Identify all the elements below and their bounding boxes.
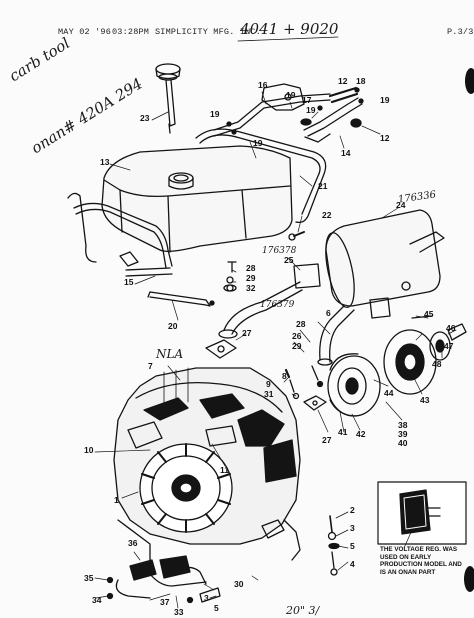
starter-generator bbox=[327, 315, 467, 417]
callout-9: 9 bbox=[266, 379, 271, 389]
muffler bbox=[325, 209, 445, 308]
callout-8: 8 bbox=[282, 371, 287, 381]
fax-page-number: P.3/3 bbox=[447, 27, 474, 37]
callout-33: 33 bbox=[174, 607, 184, 617]
callout-28: 28 bbox=[246, 263, 256, 273]
fax-company: SIMPLICITY MFG. INC. bbox=[155, 27, 262, 37]
callout-28-b: 28 bbox=[296, 319, 306, 329]
tank-bracket bbox=[147, 291, 215, 307]
tank-hardware bbox=[223, 231, 305, 292]
callout-29-b: 29 bbox=[292, 341, 302, 351]
right-hardware bbox=[261, 515, 340, 576]
fax-edge-mark-top bbox=[465, 68, 474, 94]
callout-4: 4 bbox=[350, 559, 355, 569]
callout-12-b: 12 bbox=[380, 133, 390, 143]
callout-41: 41 bbox=[338, 427, 348, 437]
callout-15: 15 bbox=[124, 277, 134, 287]
fuel-tank bbox=[101, 145, 293, 253]
callout-25: 25 bbox=[284, 255, 294, 265]
callout-29: 29 bbox=[246, 273, 256, 283]
fuel-cap-gauge bbox=[155, 63, 181, 134]
handwritten-model-numbers: 4041 + 9020 bbox=[240, 20, 339, 38]
callout-46: 46 bbox=[446, 323, 456, 333]
callout-42: 42 bbox=[356, 429, 366, 439]
callout-6: 6 bbox=[326, 308, 331, 318]
callout-19-a: 19 bbox=[286, 90, 296, 100]
tank-mounting-straps bbox=[67, 128, 327, 277]
fax-time: 03:28PM bbox=[112, 27, 150, 37]
engine-flywheel-fan bbox=[139, 443, 233, 533]
callout-19-d: 19 bbox=[306, 105, 316, 115]
callout-10: 10 bbox=[84, 445, 94, 455]
callout-3: 3 bbox=[350, 523, 355, 533]
handwritten-nla: NLA bbox=[156, 347, 184, 361]
callout-35: 35 bbox=[84, 573, 94, 583]
callout-11: 11 bbox=[220, 465, 229, 475]
callout-leaders bbox=[94, 91, 457, 609]
callout-7: 7 bbox=[148, 361, 153, 371]
fuel-lines bbox=[213, 83, 364, 143]
callout-12: 12 bbox=[338, 76, 348, 86]
callout-48: 48 bbox=[432, 359, 442, 369]
callout-34: 34 bbox=[92, 595, 102, 605]
callout-45: 45 bbox=[424, 309, 434, 319]
callout-1: 1 bbox=[114, 495, 119, 505]
callout-39: 39 bbox=[398, 429, 408, 439]
callout-38: 38 bbox=[398, 420, 408, 430]
callout-18: 18 bbox=[356, 76, 366, 86]
studs-and-nuts bbox=[284, 365, 324, 400]
voltage-regulator-note: THE VOLTAGE REG. WAS USED ON EARLY PRODU… bbox=[380, 546, 462, 576]
callout-16: 16 bbox=[258, 80, 268, 90]
fax-date: MAY 02 '96 bbox=[58, 27, 112, 37]
callout-43: 43 bbox=[420, 395, 430, 405]
callout-27-b: 27 bbox=[322, 435, 332, 445]
callout-32: 32 bbox=[246, 283, 256, 293]
callout-23: 23 bbox=[140, 113, 150, 123]
handwritten-bottom-scrawl: 20" 3/ bbox=[286, 604, 320, 617]
callout-14: 14 bbox=[341, 148, 351, 158]
callout-44: 44 bbox=[384, 388, 394, 398]
callout-47: 47 bbox=[444, 341, 454, 351]
fax-edge-mark-bottom bbox=[464, 566, 474, 592]
callout-5: 5 bbox=[350, 541, 355, 551]
callout-21: 21 bbox=[318, 181, 328, 191]
callout-17: 17 bbox=[302, 95, 312, 105]
exhaust-gaskets bbox=[205, 339, 327, 411]
callout-13: 13 bbox=[100, 157, 110, 167]
callout-40: 40 bbox=[398, 438, 408, 448]
callout-5-b: 5 bbox=[214, 603, 219, 613]
exhaust-pipes bbox=[218, 263, 391, 366]
callout-3-b: 3 bbox=[204, 593, 209, 603]
model-underline bbox=[237, 36, 339, 42]
callout-19-e: 19 bbox=[253, 138, 263, 148]
callout-2: 2 bbox=[350, 505, 355, 515]
callout-26: 26 bbox=[292, 331, 302, 341]
callout-30: 30 bbox=[234, 579, 244, 589]
handwritten-ref-176378: 176378 bbox=[262, 246, 297, 256]
callout-37: 37 bbox=[160, 597, 170, 607]
callout-19-c: 19 bbox=[210, 109, 220, 119]
callout-24: 24 bbox=[396, 200, 406, 210]
callout-20: 20 bbox=[168, 321, 178, 331]
handwritten-ref-176379: 176379 bbox=[260, 300, 295, 310]
callout-36: 36 bbox=[128, 538, 138, 548]
callout-22: 22 bbox=[322, 210, 332, 220]
callout-27: 27 bbox=[242, 328, 252, 338]
callout-31: 31 bbox=[264, 389, 274, 399]
voltage-regulator-inset bbox=[377, 481, 467, 545]
callout-19-b: 19 bbox=[380, 95, 390, 105]
